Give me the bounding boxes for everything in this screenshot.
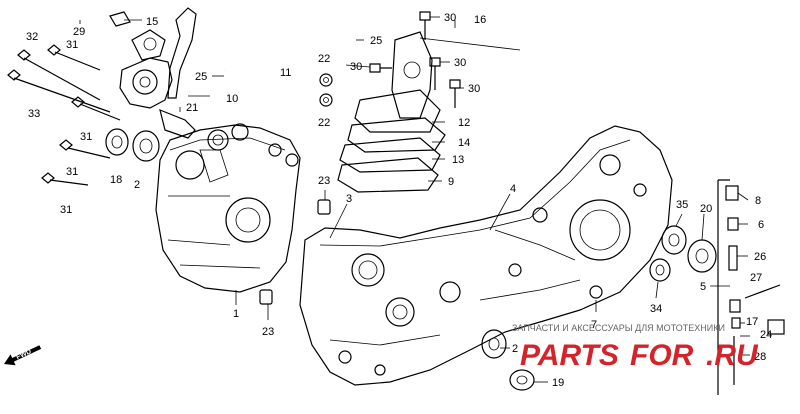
label-21: 21 [186, 102, 198, 114]
label-30b: 30 [350, 61, 362, 73]
label-9: 9 [448, 176, 454, 188]
label-23a: 23 [318, 175, 330, 187]
label-28: 28 [754, 351, 766, 363]
label-30d: 30 [468, 83, 480, 95]
label-14: 14 [458, 137, 470, 149]
watermark-brand-2: FOR [630, 339, 694, 372]
label-22b: 22 [318, 117, 330, 129]
label-8: 8 [755, 195, 761, 207]
label-18: 18 [110, 174, 122, 186]
label-20: 20 [700, 203, 712, 215]
watermark-brand-1: PARTS [520, 339, 619, 372]
label-13: 13 [452, 154, 464, 166]
bearings-left [105, 128, 160, 162]
label-23b: 23 [262, 326, 274, 338]
watermark: ЗАПЧАСТИ И АКСЕССУАРЫ ДЛЯ МОТОТЕХНИКИ PA… [512, 323, 759, 372]
label-11: 11 [280, 67, 291, 79]
part-labels: 15 29 32 31 10 21 25 11 25 22 22 30 16 3… [26, 12, 772, 389]
label-34: 34 [650, 303, 662, 315]
reed-valve-stack [337, 31, 446, 193]
label-5: 5 [700, 281, 706, 293]
label-15: 15 [146, 16, 158, 28]
label-32: 32 [26, 31, 38, 43]
right-crankcase [299, 125, 673, 386]
label-7: 7 [591, 319, 597, 331]
dowels-23 [259, 199, 331, 305]
watermark-brand-3: .RU [706, 339, 759, 372]
bolts-left [7, 44, 121, 186]
label-22a: 22 [318, 53, 330, 65]
oil-pump-assembly [109, 7, 197, 139]
leader-lines [79, 16, 750, 383]
label-17: 17 [746, 316, 758, 328]
label-16: 16 [474, 14, 486, 26]
bearings-right [649, 225, 717, 282]
label-2a: 2 [134, 179, 140, 191]
label-27: 27 [750, 272, 762, 284]
label-26: 26 [754, 251, 766, 263]
label-3: 3 [346, 193, 352, 205]
label-2b: 2 [512, 343, 518, 355]
label-6: 6 [758, 219, 764, 231]
label-25a: 25 [195, 71, 207, 83]
label-31a: 31 [66, 39, 78, 51]
label-19: 19 [552, 377, 564, 389]
label-30a: 30 [444, 12, 456, 24]
bearings-bottom [481, 329, 535, 391]
label-35: 35 [676, 199, 688, 211]
oil-tube [224, 40, 356, 72]
label-10: 10 [226, 93, 238, 105]
label-31d: 31 [60, 204, 72, 216]
label-12: 12 [458, 117, 470, 129]
left-crankcase [155, 123, 301, 293]
washers-22 [319, 73, 333, 107]
fwd-arrow: FWD [4, 345, 42, 366]
label-1: 1 [233, 308, 239, 320]
bolts-30 [369, 11, 461, 108]
fwd-label: FWD [15, 348, 32, 361]
label-31b: 31 [80, 131, 92, 143]
detail-box [589, 179, 785, 395]
label-24: 24 [760, 329, 772, 341]
watermark-text: ЗАПЧАСТИ И АКСЕССУАРЫ ДЛЯ МОТОТЕХНИКИ [512, 323, 725, 333]
label-31c: 31 [66, 166, 78, 178]
label-33: 33 [28, 108, 40, 120]
label-4: 4 [510, 183, 516, 195]
label-29: 29 [73, 26, 85, 38]
label-25b: 25 [370, 35, 382, 47]
label-30c: 30 [454, 57, 466, 69]
